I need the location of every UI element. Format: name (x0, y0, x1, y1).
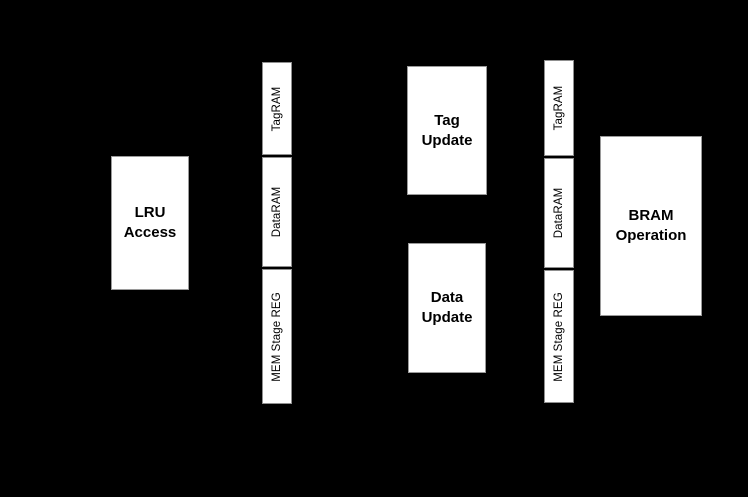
stage-label-dataram-right: DataRAM (553, 187, 565, 239)
block-data-update-line1: Data (430, 289, 464, 307)
stage-label-dataram-left: DataRAM (271, 186, 283, 238)
stage-label-mem-stage-reg-right: MEM Stage REG (553, 291, 565, 382)
block-bram-operation-line2: Operation (615, 227, 687, 244)
stage-segment-dataram-left[interactable]: DataRAM (262, 157, 292, 267)
block-lru-access[interactable]: LRU Access (111, 156, 189, 290)
stage-segment-dataram-right[interactable]: DataRAM (544, 158, 574, 268)
block-bram-operation[interactable]: BRAM Operation (600, 136, 702, 316)
stage-stack-right: TagRAM DataRAM MEM Stage REG (544, 60, 574, 403)
stage-stack-left: TagRAM DataRAM MEM Stage REG (262, 62, 292, 404)
block-lru-access-line1: LRU (134, 204, 166, 222)
block-tag-update-line1: Tag (434, 111, 460, 129)
stage-segment-tagram-right[interactable]: TagRAM (544, 60, 574, 156)
block-bram-operation-line1: BRAM (628, 207, 674, 225)
stage-label-tagram-right: TagRAM (553, 85, 565, 131)
stage-segment-mem-stage-reg-left[interactable]: MEM Stage REG (262, 269, 292, 404)
block-tag-update-line2: Update (421, 131, 473, 149)
stage-segment-mem-stage-reg-right[interactable]: MEM Stage REG (544, 270, 574, 403)
stage-label-tagram-left: TagRAM (271, 86, 283, 131)
block-data-update-line2: Update (421, 309, 473, 326)
block-lru-access-line2: Access (123, 224, 177, 241)
block-data-update[interactable]: Data Update (408, 243, 486, 373)
block-tag-update[interactable]: Tag Update (407, 66, 487, 195)
stage-segment-tagram-left[interactable]: TagRAM (262, 62, 292, 155)
stage-label-mem-stage-reg-left: MEM Stage REG (271, 291, 283, 382)
